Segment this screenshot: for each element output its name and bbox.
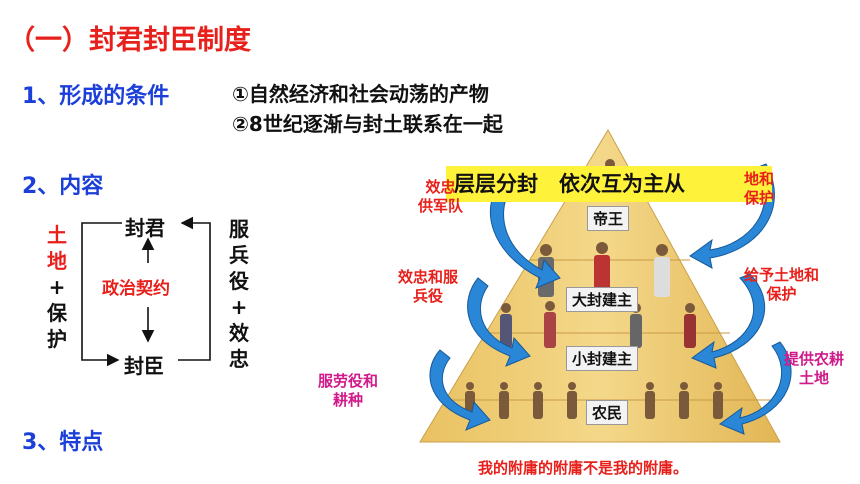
peasant-figure-icon: [679, 382, 689, 419]
right-char: 役: [229, 269, 249, 293]
left-char: 保: [47, 301, 67, 325]
vassal-node: 封臣: [124, 354, 164, 378]
left-char: +: [48, 275, 66, 299]
peasant-figure-icon: [499, 382, 509, 419]
relationship-diagram: [81, 216, 211, 367]
left-char: 土: [47, 223, 67, 247]
label-labor-farming: 服劳役和 耕种: [318, 372, 378, 410]
left-bracket-arrow: [81, 222, 122, 367]
label-grant-land: 给予土地和 保护: [744, 266, 819, 304]
tier-great-lords: 大封建主: [566, 287, 639, 312]
tier-peasants: 农民: [586, 400, 629, 425]
page-title: （一）封君封臣制度: [8, 25, 251, 56]
curved-arrow-icon: [689, 163, 775, 269]
curved-arrow-icon: [429, 349, 491, 431]
lord-figure-icon: [594, 242, 610, 297]
peasant-figure-icon: [533, 382, 543, 419]
section2-heading: 2、内容: [22, 174, 104, 199]
lord-figure-icon: [654, 244, 670, 297]
political-contract: 政治契约: [102, 279, 170, 299]
right-char: 兵: [229, 243, 249, 267]
peasant-figure-icon: [645, 382, 655, 419]
peasant-figure-icon: [567, 382, 577, 419]
feudal-pyramid: [419, 128, 792, 443]
pyramid-caption: 我的附庸的附庸不是我的附庸。: [478, 459, 689, 477]
label-land-protection-top: 地和 保护: [744, 170, 774, 208]
label-text: 效忠 供军队: [418, 178, 464, 215]
curved-arrow-icon: [690, 273, 766, 369]
label-provide-land: 提供农耕 土地: [784, 350, 844, 388]
knight-figure-icon: [684, 303, 696, 348]
curved-arrow-icon: [467, 277, 531, 367]
section3-heading: 3、特点: [22, 430, 104, 455]
right-side-text: 服 兵 役 + 效 忠: [226, 216, 252, 372]
label-text: 提供农耕 土地: [784, 350, 845, 387]
tier-small-lords: 小封建主: [566, 346, 639, 371]
right-char: 效: [229, 321, 249, 345]
tier-emperor: 帝王: [587, 206, 630, 231]
label-text: 给予土地和 保护: [744, 266, 820, 303]
right-bracket-arrow: [178, 216, 211, 361]
right-char: 忠: [229, 347, 249, 371]
label-text: 地和 保护: [744, 170, 775, 207]
right-char: +: [230, 295, 248, 319]
curved-arrow-icon: [718, 341, 792, 435]
right-char: 服: [229, 217, 249, 241]
left-side-text: 土 地 + 保 护: [44, 222, 70, 352]
knight-figure-icon: [544, 301, 556, 348]
lord-node: 封君: [125, 216, 165, 240]
label-loyalty-army: 效忠 供军队: [418, 178, 463, 216]
label-text: 服劳役和 耕种: [318, 372, 379, 409]
left-char: 护: [47, 327, 67, 351]
condition-item-1: ①自然经济和社会动荡的产物: [232, 82, 489, 106]
knight-figure-icon: [500, 303, 512, 348]
label-loyalty-service: 效忠和服 兵役: [398, 268, 458, 306]
section1-heading: 1、形成的条件: [22, 84, 170, 109]
label-text: 效忠和服 兵役: [398, 268, 459, 305]
pyramid-banner: 层层分封 依次互为主从: [446, 166, 772, 202]
left-char: 地: [47, 249, 67, 273]
peasant-figure-icon: [713, 382, 723, 419]
condition-item-2: ②8世纪逐渐与封土联系在一起: [232, 112, 503, 136]
